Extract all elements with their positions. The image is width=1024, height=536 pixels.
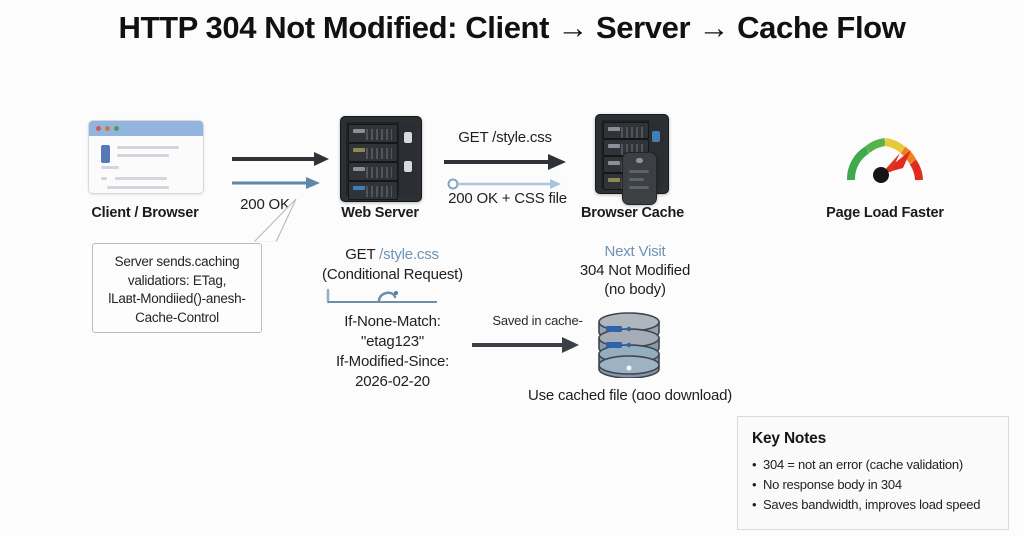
- server-rack-icon: [340, 116, 422, 202]
- get-response-label: 200 OK + CSS file: [448, 190, 567, 207]
- header-if-none-match-value: "etag123": [360, 333, 425, 350]
- conditional-get-line: GET /style.css: [302, 246, 482, 263]
- browser-text-line: [107, 186, 169, 189]
- database-cylinder-icon: [598, 312, 660, 378]
- callout-line: validatiors: ETag,: [127, 272, 227, 288]
- header-if-none-match-key: If-None-Match:: [344, 313, 441, 330]
- no-body-note: (no body): [604, 281, 666, 298]
- bay-led-icon: [353, 129, 365, 133]
- bay-led-icon: [353, 167, 365, 171]
- tag-line: [629, 170, 649, 173]
- browser-bullet-dot: [101, 177, 107, 180]
- browser-content-area: [89, 136, 203, 193]
- saved-in-cache-label: Saved in cache-: [492, 313, 583, 328]
- bay-grill: [366, 186, 392, 197]
- next-visit-badge: Next Visit: [604, 243, 666, 260]
- key-notes-title: Key Notes: [752, 430, 827, 447]
- browser-cache-label: Browser Cache: [581, 205, 684, 221]
- status-304-label: 304 Not Modified: [579, 262, 691, 279]
- window-maximize-dot-icon: [114, 126, 119, 131]
- first-response-label: 200 OK: [240, 196, 290, 213]
- get-request-arrow: [444, 154, 566, 190]
- conditional-request-squiggle-arrow: [326, 288, 437, 304]
- callout-line: Cache-Control: [135, 309, 219, 325]
- tag-line: [629, 186, 649, 189]
- request-arrow-client-to-server: [232, 152, 329, 189]
- header-if-modified-since-key: If-Modified-Since:: [335, 353, 450, 370]
- rack-bay: [603, 122, 649, 139]
- browser-text-line: [117, 146, 179, 149]
- web-server-label: Web Server: [341, 205, 419, 221]
- bay-led-icon: [608, 161, 620, 165]
- browser-text-line: [115, 177, 167, 180]
- callout-line: Server sends.caching: [114, 254, 240, 269]
- key-note-item: Saves bandwidth, improves load speed: [752, 495, 980, 515]
- saved-in-cache-arrow: [472, 337, 579, 353]
- rack-bay: [348, 181, 398, 200]
- bay-grill: [621, 127, 643, 138]
- client-browser-label: Client / Browser: [91, 205, 199, 221]
- use-cached-file-label: Use cached file (ɑoo download): [527, 387, 733, 404]
- browser-text-line: [117, 154, 169, 157]
- get-request-label: GET /style.css: [458, 129, 552, 146]
- rack-side-button: [404, 161, 412, 172]
- bay-grill: [366, 148, 392, 159]
- cache-tag-icon: [622, 152, 657, 205]
- rack-bay-column: [346, 122, 400, 200]
- rack-side-button: [404, 132, 412, 143]
- window-minimize-dot-icon: [105, 126, 110, 131]
- page-title: HTTP 304 Not Modified: Client → Server →…: [118, 10, 906, 45]
- window-close-dot-icon: [96, 126, 101, 131]
- tag-hole: [636, 158, 643, 163]
- header-if-modified-since-value: 2026-02-20: [355, 373, 430, 390]
- key-note-item: 304 = not an error (cache validation): [752, 455, 980, 475]
- bay-led-icon: [608, 144, 620, 148]
- rack-bay: [348, 124, 398, 143]
- key-notes-list: 304 = not an error (cache validation) No…: [752, 455, 980, 515]
- callout-tail: [252, 198, 297, 245]
- speedometer-gauge-icon: [847, 138, 923, 183]
- callout-line: lLaʙt-Mondiied()-anesh-: [108, 291, 246, 306]
- key-note-item: No response body in 304: [752, 475, 980, 495]
- conditional-get-path: /style.css: [379, 246, 439, 263]
- tag-line: [629, 178, 644, 181]
- conditional-get-verb: GET: [345, 246, 380, 263]
- browser-titlebar: [89, 121, 203, 136]
- conditional-request-subtitle: (Conditional Request): [322, 266, 463, 283]
- rack-bay: [348, 162, 398, 181]
- browser-text-line: [101, 166, 119, 169]
- callout-text: Server sends.caching validatiors: ETag, …: [93, 253, 261, 327]
- browser-accent-block: [101, 145, 110, 163]
- server-validators-callout: Server sends.caching validatiors: ETag, …: [92, 243, 262, 333]
- bay-led-icon: [608, 178, 620, 182]
- rack-side-panel: [399, 123, 417, 195]
- key-notes-box: Key Notes 304 = not an error (cache vali…: [737, 416, 1009, 530]
- rack-bay: [348, 143, 398, 162]
- bay-led-icon: [353, 148, 365, 152]
- rack-side-button: [652, 131, 660, 142]
- bay-led-icon: [608, 127, 620, 131]
- bay-led-icon: [353, 186, 365, 190]
- browser-window-icon: [88, 120, 204, 194]
- bay-grill: [366, 167, 392, 178]
- bay-grill: [366, 129, 392, 140]
- bay-grill: [621, 144, 643, 155]
- page-load-faster-label: Page Load Faster: [826, 205, 944, 221]
